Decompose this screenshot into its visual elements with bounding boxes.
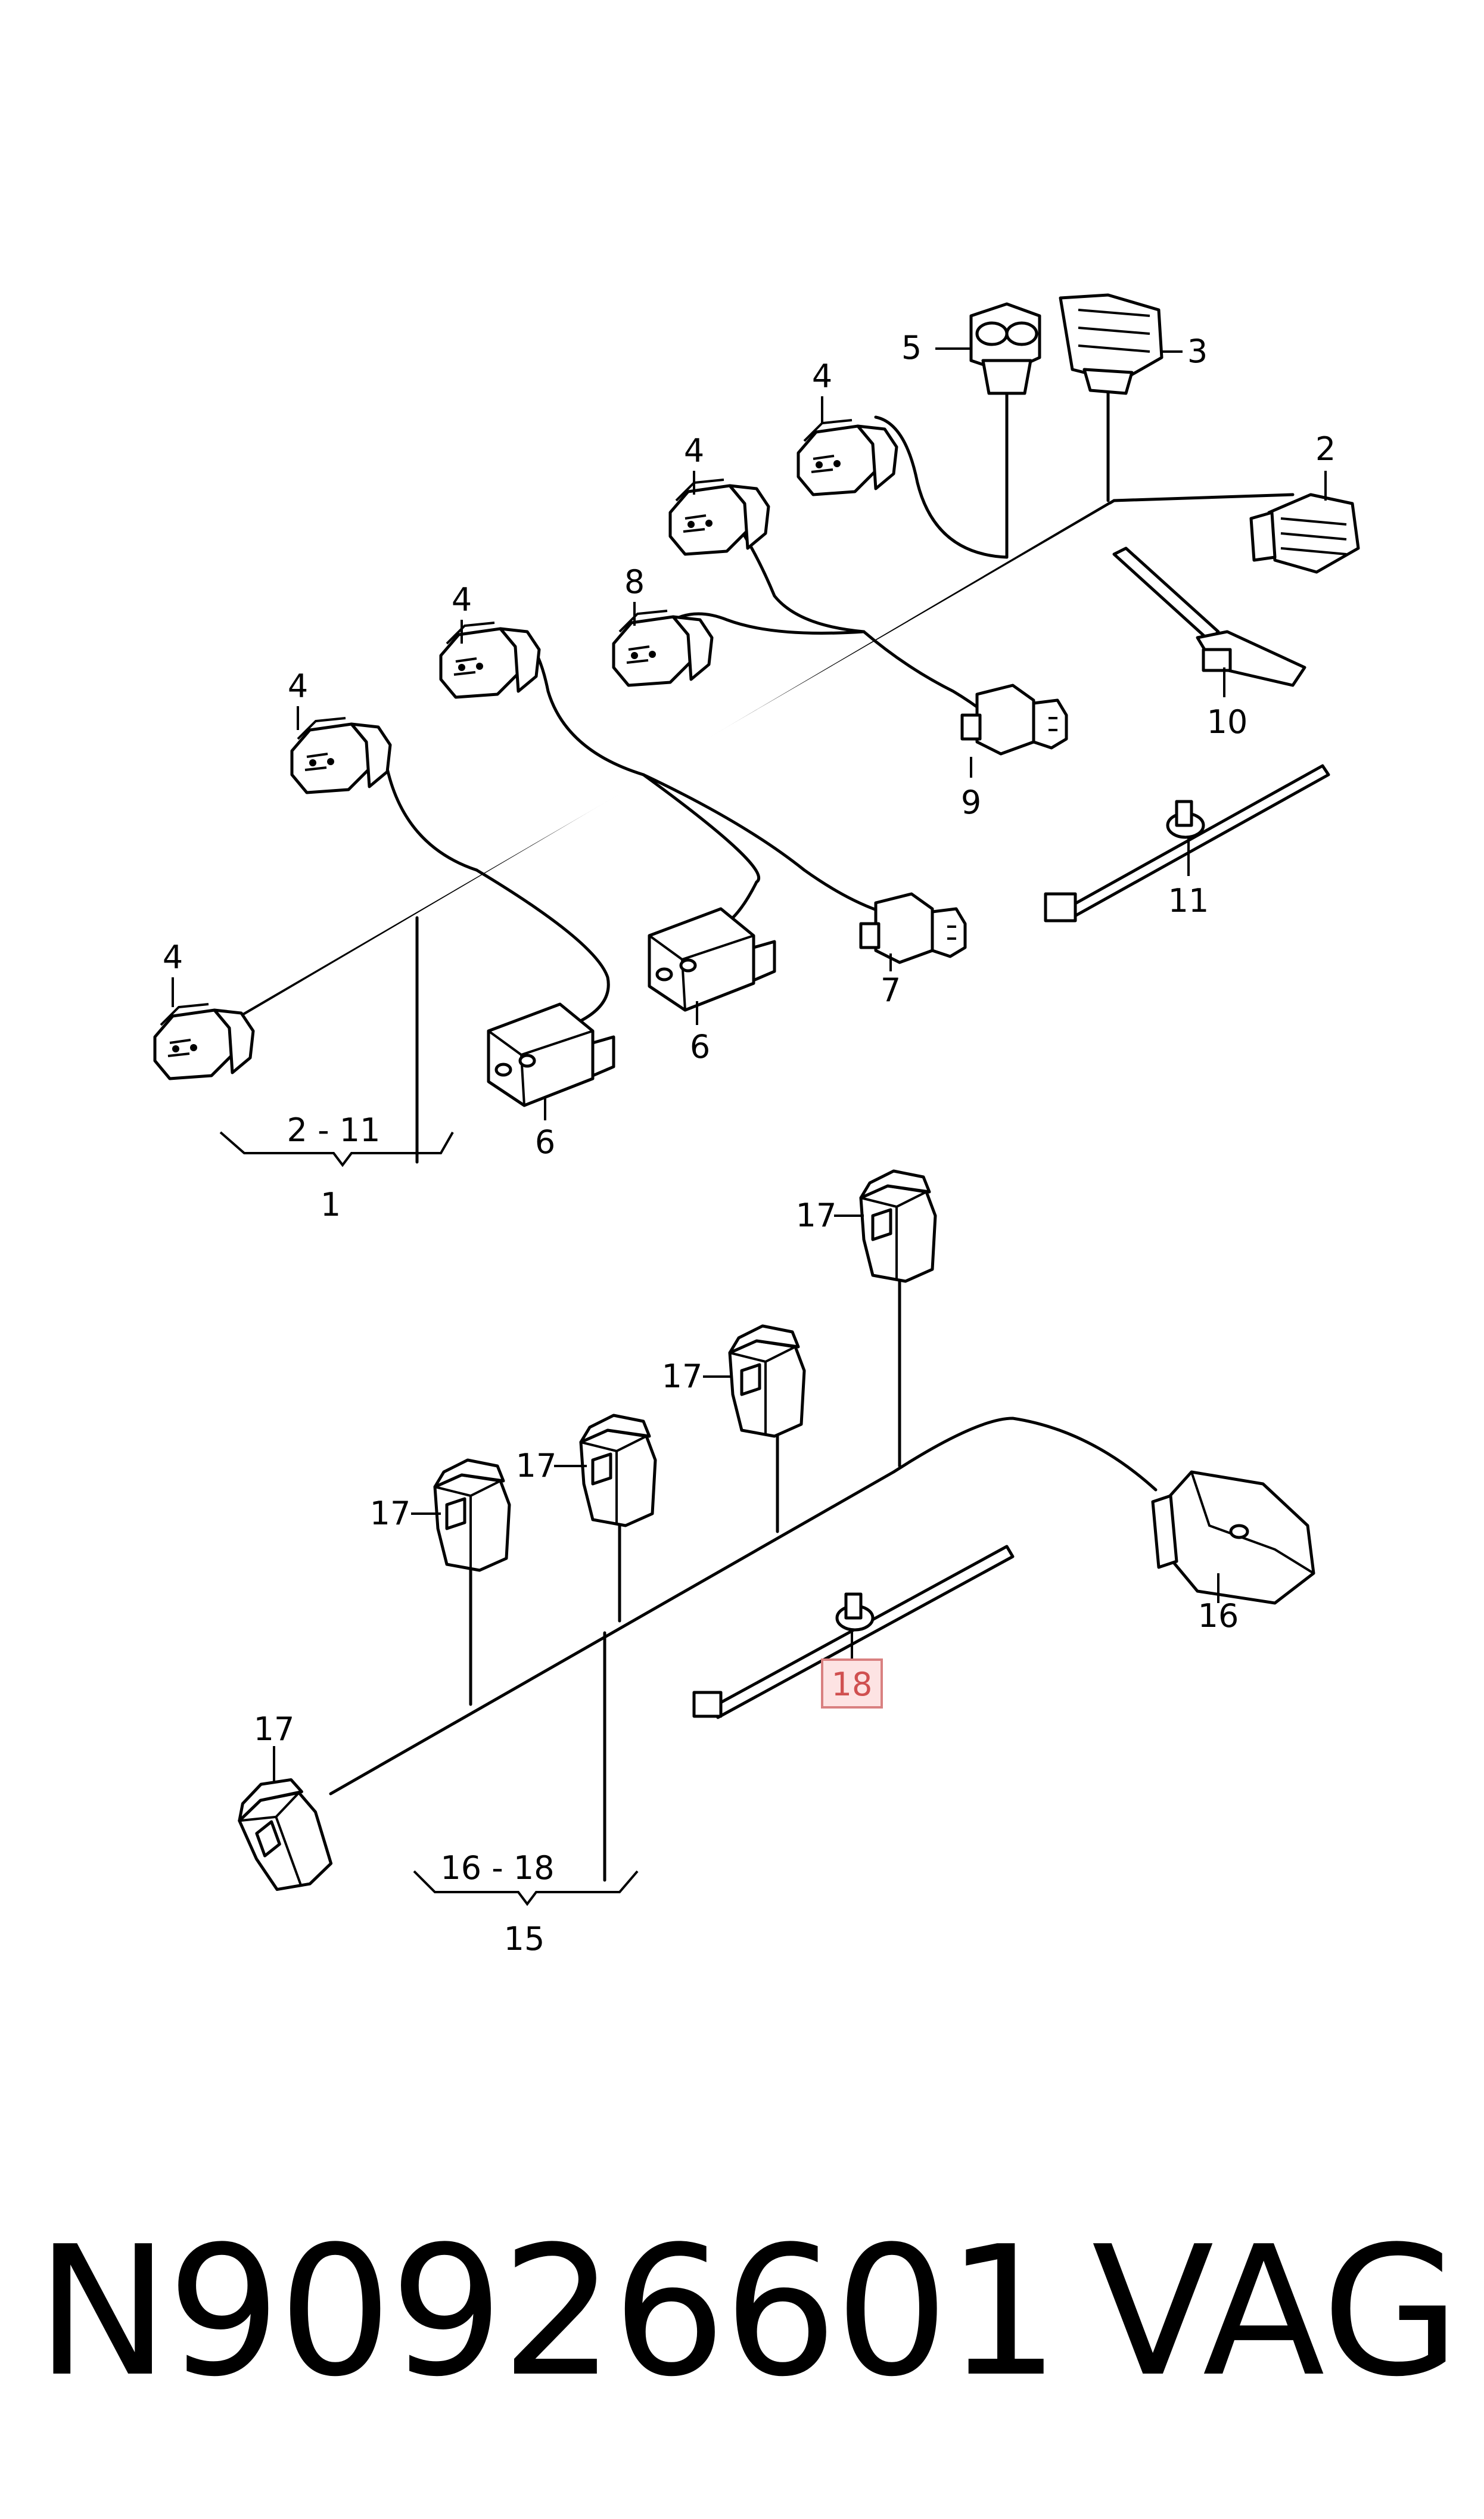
label-1[interactable]: 1 — [321, 1186, 341, 1223]
label-11[interactable]: 11 — [1168, 882, 1209, 920]
connector-17-d — [435, 1460, 509, 1570]
label-16[interactable]: 16 — [1198, 1597, 1239, 1635]
connector-6-a — [489, 1004, 614, 1105]
highlight-box-18 — [821, 1658, 883, 1709]
label-6-a[interactable]: 6 — [535, 1123, 555, 1161]
label-4-a[interactable]: 4 — [812, 358, 832, 395]
label-range-lower: 16 - 18 — [440, 1849, 554, 1887]
lower-harness — [230, 1171, 1315, 1906]
cable-tie-18 — [692, 1545, 1015, 1719]
label-4-c[interactable]: 4 — [452, 581, 472, 619]
connector-9 — [962, 685, 1066, 754]
label-10[interactable]: 10 — [1207, 703, 1248, 741]
connector-17-a — [861, 1171, 935, 1281]
harness-diagram: 5 3 2 4 4 8 4 4 4 10 9 7 6 6 11 2 - 11 1… — [0, 293, 1360, 1958]
label-17-a[interactable]: 17 — [796, 1197, 837, 1234]
connector-17-e — [230, 1770, 338, 1899]
label-5[interactable]: 5 — [901, 329, 922, 366]
bracket-lower — [413, 1870, 639, 1906]
cable-tie-11 — [1044, 764, 1330, 923]
label-9[interactable]: 9 — [961, 784, 981, 821]
connector-6-b — [649, 909, 774, 1010]
label-17-d[interactable]: 17 — [370, 1495, 411, 1532]
callout-labels: 5 3 2 4 4 8 4 4 4 10 9 7 6 6 11 2 - 11 1… — [163, 329, 1336, 1958]
connector-4-a — [798, 420, 897, 495]
label-8[interactable]: 8 — [624, 563, 645, 601]
connector-4-e — [155, 1004, 253, 1079]
label-4-b[interactable]: 4 — [684, 432, 704, 470]
label-6-b[interactable]: 6 — [690, 1028, 710, 1066]
connector-4-d — [292, 718, 390, 793]
connector-3 — [1059, 293, 1163, 395]
label-17-b[interactable]: 17 — [662, 1358, 703, 1395]
label-4-e[interactable]: 4 — [163, 939, 183, 976]
bracket-upper — [219, 1131, 454, 1167]
brand-name: VAG — [1091, 2208, 1460, 2416]
connector-8 — [614, 611, 712, 685]
label-7[interactable]: 7 — [881, 971, 901, 1009]
connector-16 — [1151, 1470, 1315, 1605]
connector-2 — [1249, 493, 1360, 574]
label-17-c[interactable]: 17 — [516, 1447, 557, 1484]
label-2[interactable]: 2 — [1315, 430, 1336, 468]
upper-harness — [155, 293, 1360, 1167]
connector-17-c — [581, 1415, 655, 1526]
label-3[interactable]: 3 — [1187, 333, 1208, 370]
label-range-upper: 2 - 11 — [287, 1111, 381, 1149]
cable-tie-10 — [1112, 546, 1306, 687]
part-number: N90926601 — [36, 2208, 1060, 2416]
connector-5 — [969, 302, 1041, 395]
callout-leaders — [172, 347, 1327, 1782]
connector-7 — [861, 894, 965, 962]
connector-4-c — [441, 623, 539, 697]
label-4-d[interactable]: 4 — [288, 667, 308, 705]
label-17-e[interactable]: 17 — [254, 1710, 295, 1748]
label-18[interactable]: 18 — [832, 1666, 873, 1703]
label-15[interactable]: 15 — [504, 1920, 545, 1958]
connector-17-b — [730, 1326, 804, 1436]
connector-4-b — [670, 480, 769, 554]
footer: N90926601 VAG — [0, 2205, 1484, 2419]
